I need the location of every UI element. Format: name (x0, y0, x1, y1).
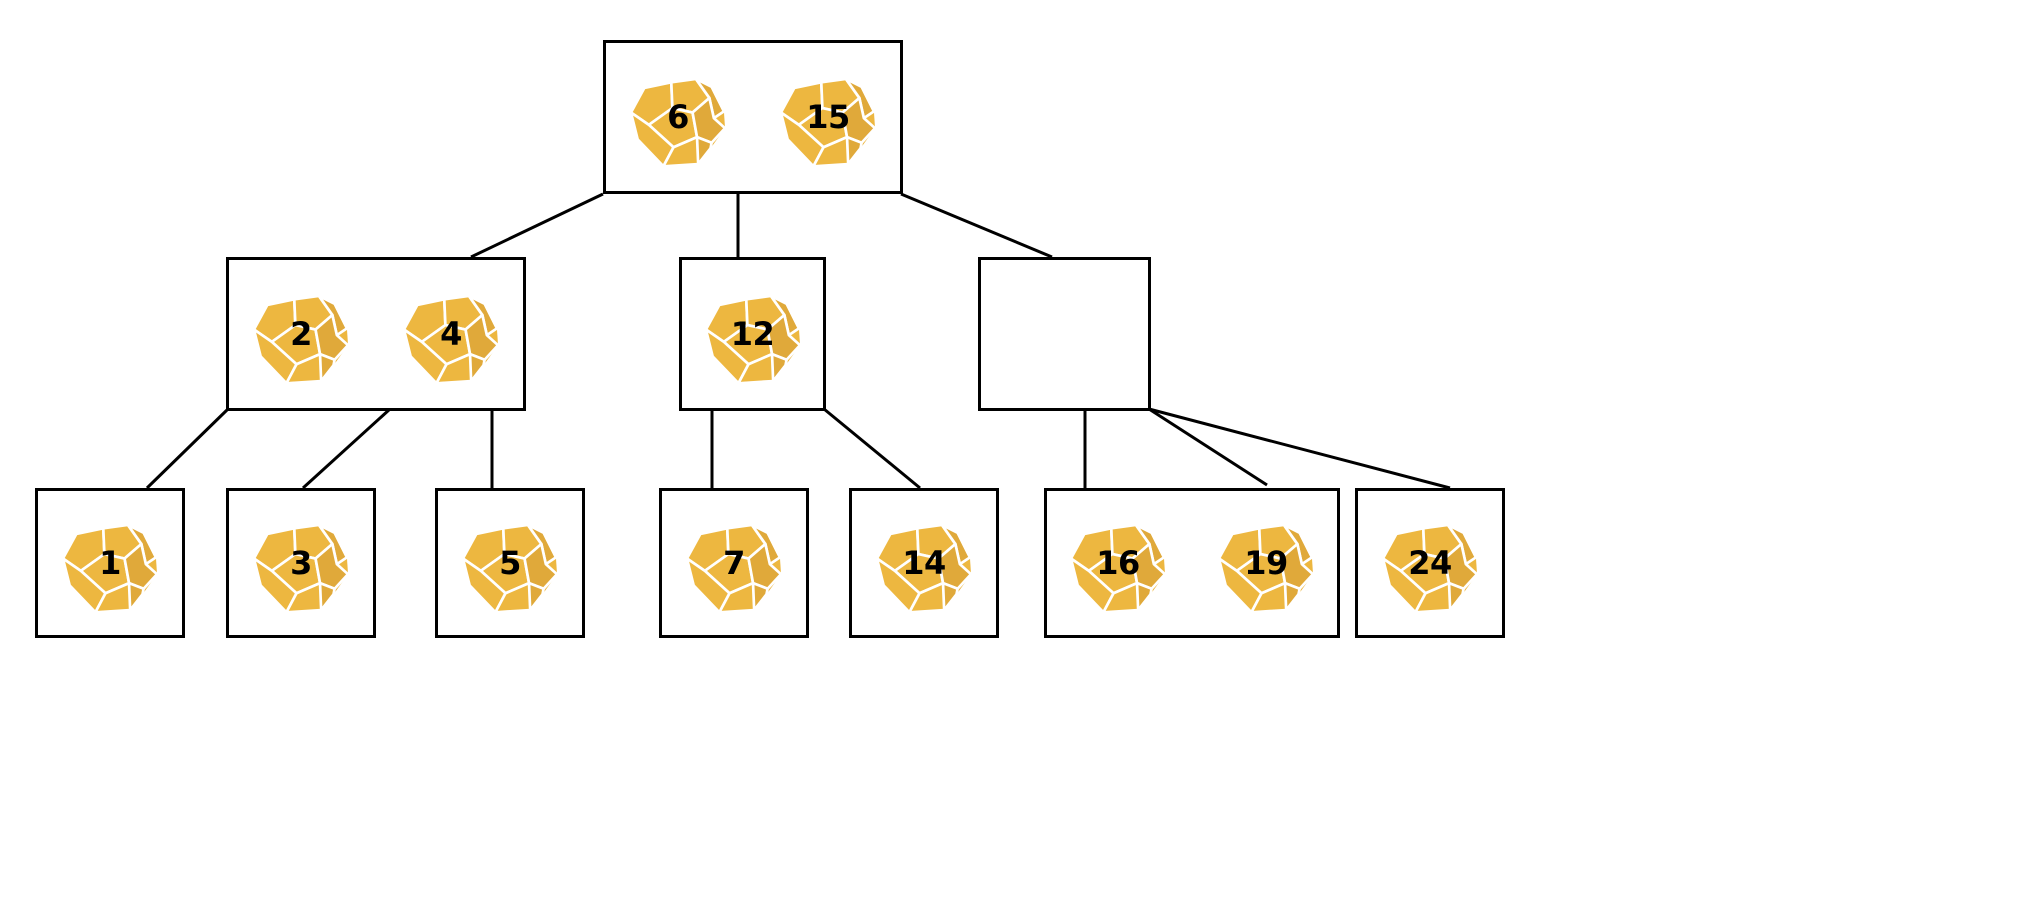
internal-node-middle[interactable]: 12 (679, 257, 826, 411)
leaf-node-1[interactable]: 1 (35, 488, 185, 638)
leaf-node-7[interactable]: 7 (659, 488, 809, 638)
key-cell[interactable]: 16 (1044, 507, 1192, 619)
key-cell[interactable]: 19 (1192, 507, 1340, 619)
dodecahedron-icon: 15 (772, 61, 884, 173)
dodecahedron-icon: 1 (54, 507, 166, 619)
edge-root-to-left (470, 192, 604, 259)
dodecahedron-icon: 6 (622, 61, 734, 173)
dodecahedron-icon: 7 (678, 507, 790, 619)
dodecahedron-icon: 16 (1062, 507, 1174, 619)
dodecahedron-icon: 5 (454, 507, 566, 619)
edge-empty-to-leaf19 (1148, 407, 1268, 487)
leaf-node-14[interactable]: 14 (849, 488, 999, 638)
key-cell[interactable]: 15 (753, 61, 903, 173)
dodecahedron-icon: 14 (868, 507, 980, 619)
dodecahedron-icon: 24 (1374, 507, 1486, 619)
key-cell[interactable]: 2 (226, 278, 376, 390)
dodecahedron-icon: 3 (245, 507, 357, 619)
key-cell[interactable]: 5 (435, 507, 585, 619)
dodecahedron-icon: 4 (395, 278, 507, 390)
edge-left-to-leaf1 (145, 407, 230, 490)
edge-mid-to-leaf14 (823, 407, 921, 490)
key-cell[interactable]: 12 (679, 278, 826, 390)
edge-root-to-right (900, 192, 1053, 259)
key-cell[interactable]: 7 (659, 507, 809, 619)
key-cell[interactable]: 1 (35, 507, 185, 619)
leaf-node-5[interactable]: 5 (435, 488, 585, 638)
edge-empty-to-leaf24 (1148, 407, 1451, 490)
dodecahedron-icon: 12 (697, 278, 809, 390)
key-cell[interactable]: 24 (1355, 507, 1505, 619)
root-node[interactable]: 6 15 (603, 40, 903, 194)
key-cell[interactable]: 6 (603, 61, 753, 173)
key-cell[interactable]: 4 (376, 278, 526, 390)
key-cell[interactable]: 14 (849, 507, 999, 619)
leaf-node-24[interactable]: 24 (1355, 488, 1505, 638)
dodecahedron-icon: 2 (245, 278, 357, 390)
internal-node-right-empty[interactable] (978, 257, 1151, 411)
edge-left-to-leaf3 (301, 407, 392, 490)
dodecahedron-icon: 19 (1210, 507, 1322, 619)
key-cell[interactable]: 3 (226, 507, 376, 619)
leaf-node-3[interactable]: 3 (226, 488, 376, 638)
